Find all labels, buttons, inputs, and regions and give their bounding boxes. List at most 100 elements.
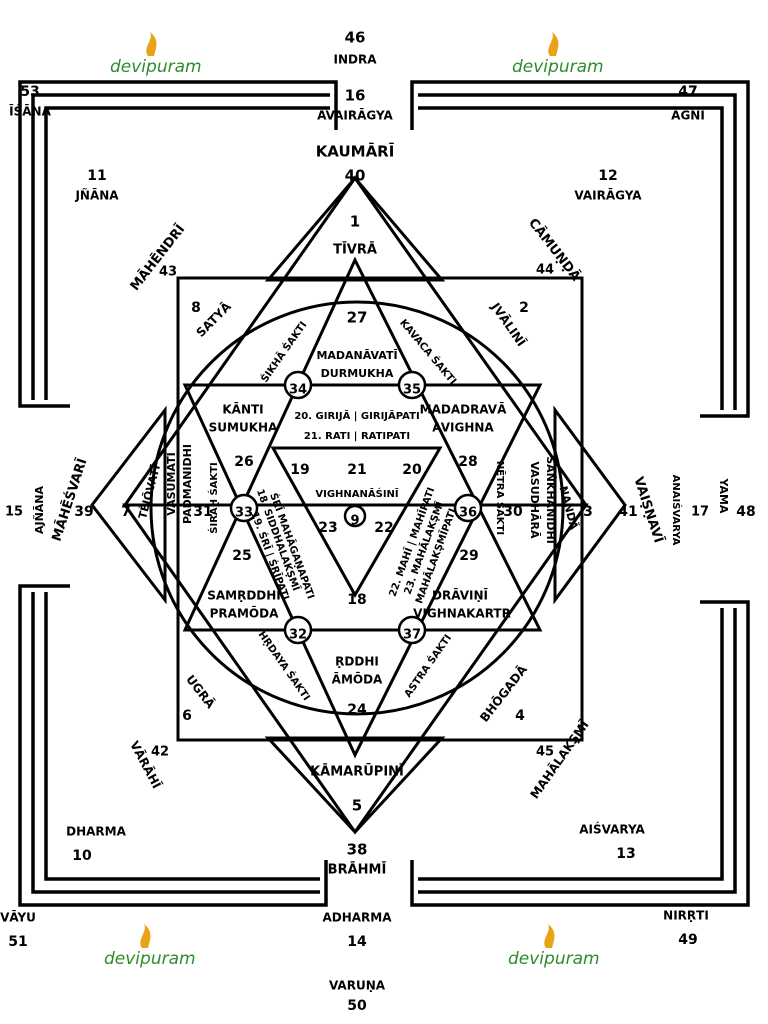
label-sirah: ŚIRAḤ ŚAKTI	[207, 462, 220, 533]
label-c34: 34	[289, 383, 307, 398]
labels: 46INDRA16AVAIRĀGYAKAUMĀRĪ401TĪVRĀ53ĪŚĀNA…	[0, 29, 756, 1015]
node-36	[453, 493, 483, 523]
label-indra: INDRA	[334, 53, 378, 67]
label-kamarupini: KĀMARŪPIṆĪ	[310, 764, 404, 780]
logo-text: devipuram	[508, 949, 600, 969]
label-c35: 35	[403, 383, 421, 398]
label-vasumati: VASUMATĪ	[165, 452, 178, 515]
label-isana-n: 53	[20, 84, 39, 100]
inner-hexagram	[182, 256, 543, 759]
label-mahesvari: MĀHĒŚVARĪ	[49, 456, 91, 543]
label-n27: 27	[347, 309, 368, 327]
label-n5: 5	[352, 797, 362, 815]
node-circles	[229, 370, 483, 645]
label-vayu: VĀYU	[0, 911, 36, 925]
label-avairagya: AVAIRĀGYA	[317, 109, 393, 123]
bhupura-top-right	[418, 80, 750, 410]
label-rddhi: ṚDDHI	[335, 655, 379, 669]
logo-bottom-right: devipuram	[508, 924, 600, 969]
label-amoda: ĀMŌDA	[332, 672, 383, 687]
label-n29: 29	[459, 548, 478, 564]
label-n24: 24	[347, 702, 367, 718]
label-avighna: AVIGHNA	[432, 421, 494, 435]
flame-icon	[146, 32, 157, 56]
label-rati: 21. RATI | RATIPATI	[304, 431, 410, 442]
label-vayu-n: 51	[8, 934, 27, 950]
label-n22: 22	[374, 520, 393, 536]
label-anaisvarya-n: 17	[691, 505, 709, 520]
node-34	[283, 370, 313, 400]
bhupura-gates	[18, 80, 750, 907]
label-varuna-n: 50	[347, 998, 367, 1014]
label-n21: 21	[347, 462, 366, 478]
label-ajnana-n: 15	[5, 505, 23, 520]
label-mahalaksmi-n: 45	[536, 745, 554, 760]
label-dharma: DHARMA	[66, 825, 126, 839]
label-aisvarya: AIŚVARYA	[579, 822, 645, 837]
label-vairagya-n: 12	[598, 168, 617, 184]
logo-text: devipuram	[110, 57, 202, 77]
label-c32: 32	[289, 628, 307, 643]
logo-bottom-left: devipuram	[104, 924, 196, 969]
label-mahesvari-n: 39	[74, 504, 93, 520]
label-avairagya-n: 16	[345, 87, 366, 105]
node-32	[283, 615, 313, 645]
label-tejovati: TĒJŌVATĪ	[136, 463, 163, 520]
label-mahendri-n: 43	[159, 265, 177, 280]
label-samrddhi: SAMṚDDHI	[207, 589, 281, 603]
label-agni: AGNI	[671, 109, 705, 123]
label-n25: 25	[232, 548, 251, 564]
flame-icon	[140, 924, 151, 948]
label-adharma-n: 14	[347, 934, 367, 950]
label-varuna: VARUṆA	[329, 979, 386, 993]
label-camunda-n: 44	[536, 263, 554, 278]
label-madadrava: MADADRAVĀ	[420, 403, 507, 417]
label-vasudhara: VASUDHĀRĀ	[528, 462, 541, 539]
label-n18: 18	[347, 592, 366, 608]
label-c36: 36	[459, 506, 477, 521]
label-dharma-n: 10	[72, 848, 92, 864]
node-9	[343, 504, 367, 528]
outer-star-points	[90, 175, 627, 835]
label-n7: 7	[121, 504, 131, 520]
label-c37: 37	[403, 628, 421, 643]
node-33	[229, 493, 259, 523]
label-n1: 1	[350, 213, 360, 231]
label-ugra: UGRĀ	[183, 672, 218, 711]
label-vighnakartr: VIGHNAKARTṚ	[413, 607, 511, 621]
label-c9: 9	[350, 514, 359, 529]
bhupura-bottom-left	[18, 592, 320, 907]
label-n30: 30	[503, 504, 523, 520]
logo-text: devipuram	[104, 949, 196, 969]
label-girija: 20. GIRIJĀ | GIRIJĀPATI	[294, 409, 419, 422]
label-kaumari: KAUMĀRĪ	[316, 141, 395, 161]
label-padmanidhi: PADMANIDHI	[181, 444, 194, 524]
label-nirrti: NIRṚTI	[663, 909, 709, 923]
label-anaisvarya: ANAIŚVARYA	[670, 475, 683, 546]
label-yama: YAMA	[717, 478, 730, 514]
label-n20: 20	[402, 462, 422, 478]
label-n26: 26	[234, 454, 253, 470]
node-37	[397, 615, 427, 645]
label-n31: 31	[193, 504, 212, 520]
label-netra: NĒTRA ŚAKTI	[494, 461, 507, 535]
main-circle	[149, 300, 565, 716]
label-pramoda: PRAMŌDA	[210, 606, 279, 621]
label-jnana: JÑĀNA	[74, 188, 119, 203]
label-isana: ĪŚĀNA	[9, 104, 51, 119]
label-brahmi: BRĀHMĪ	[328, 863, 387, 878]
label-n28: 28	[458, 454, 477, 470]
label-sankha: ŚAṄKHANIDHI	[544, 456, 558, 544]
flame-icon	[548, 32, 559, 56]
label-jnana-n: 11	[87, 168, 106, 184]
label-madanavati: MADANĀVATĪ	[316, 349, 397, 362]
label-agni-n: 47	[678, 84, 697, 100]
label-dravini: DRĀVIṆĪ	[432, 589, 488, 603]
logo-text: devipuram	[512, 57, 604, 77]
label-varahi-n: 42	[151, 745, 169, 760]
label-kaumari-n: 40	[345, 167, 366, 185]
label-n23: 23	[318, 520, 337, 536]
label-nirrti-n: 49	[678, 932, 697, 948]
bhupura-bottom-right	[418, 608, 750, 907]
label-n3: 3	[583, 504, 593, 520]
